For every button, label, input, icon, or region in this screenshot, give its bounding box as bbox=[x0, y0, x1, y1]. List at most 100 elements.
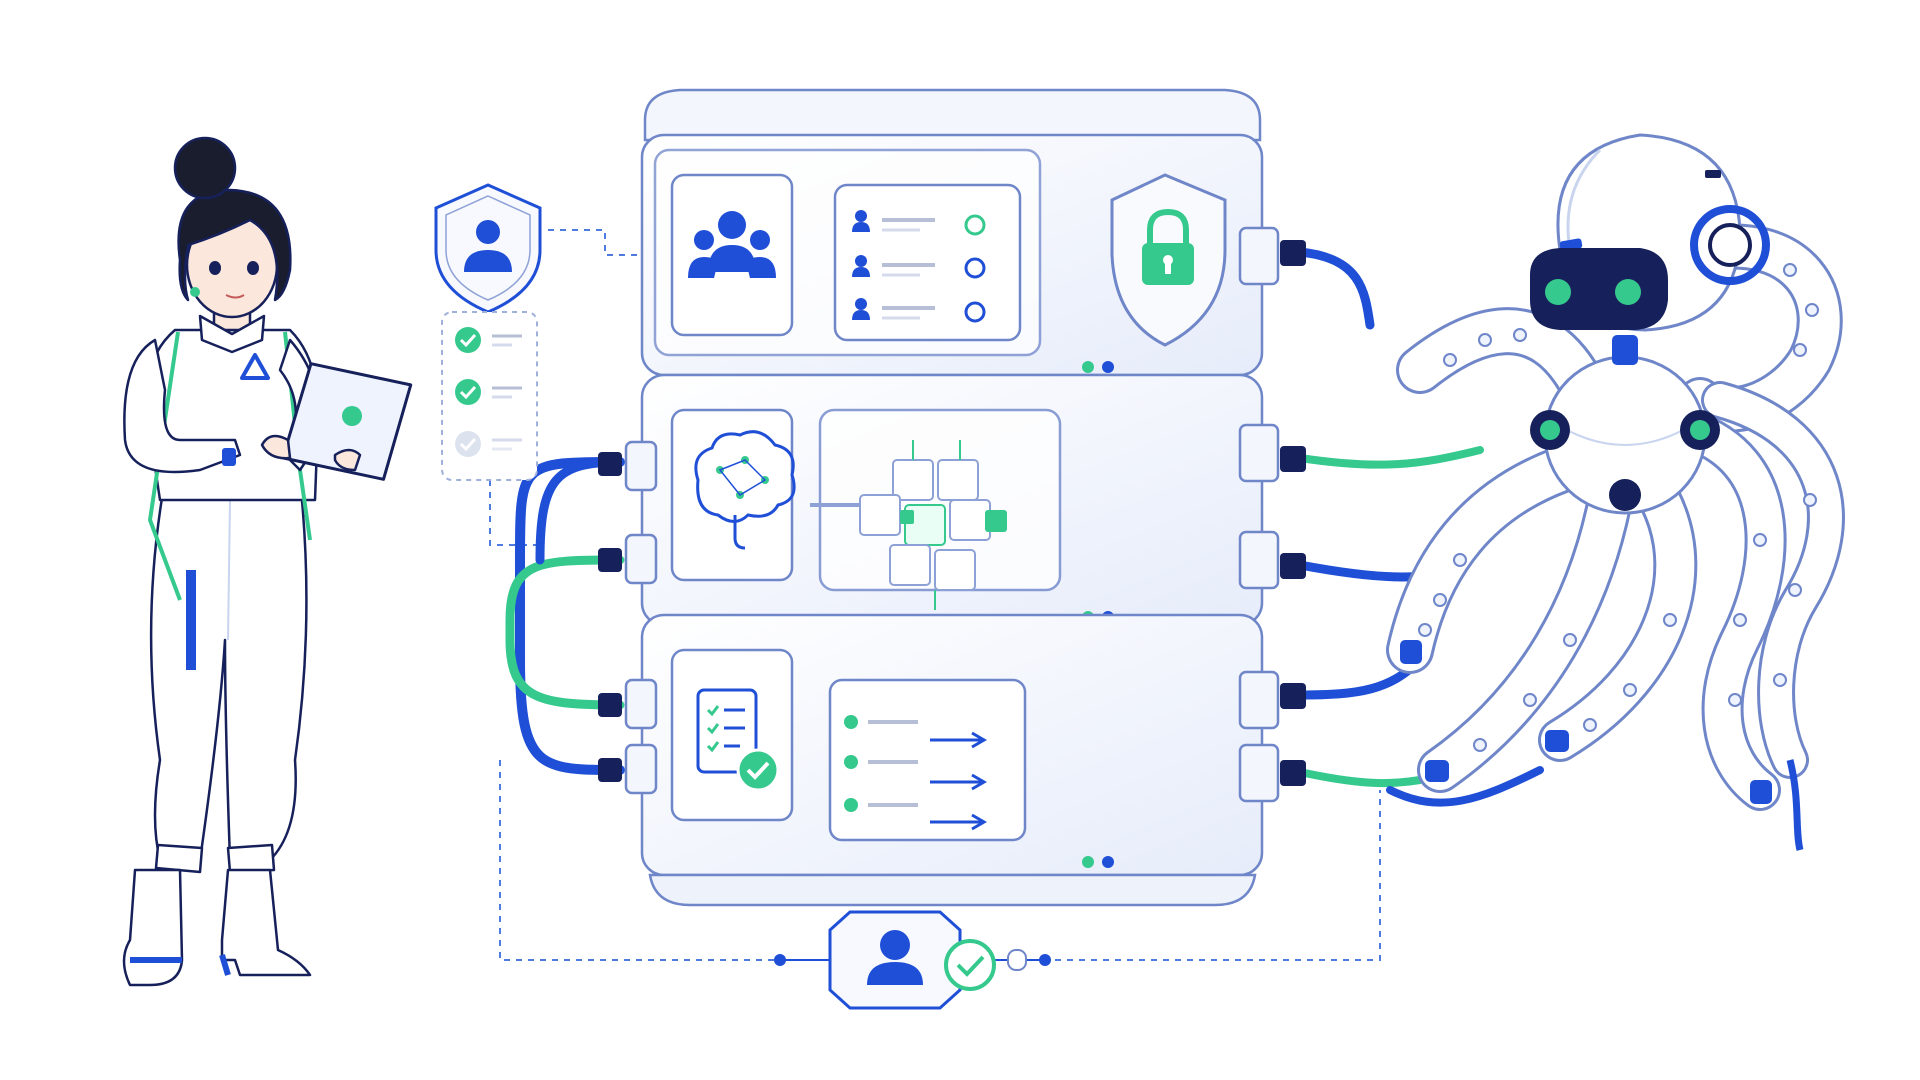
arrow-right-icon bbox=[971, 731, 987, 749]
cable-low-blue-2 bbox=[1386, 766, 1544, 807]
eye bbox=[209, 261, 221, 275]
user-icon bbox=[855, 255, 867, 267]
hand bbox=[260, 434, 292, 460]
status-led bbox=[1102, 361, 1114, 373]
port-socket bbox=[1238, 226, 1280, 286]
shield-user-icon bbox=[434, 183, 542, 314]
body-joint bbox=[1609, 479, 1641, 511]
tentacle bbox=[1672, 412, 1784, 808]
identity-verification-badge bbox=[774, 910, 1051, 1010]
robot-tentacles bbox=[1386, 223, 1845, 811]
user-identity-icon bbox=[880, 930, 910, 960]
connector-link bbox=[1007, 949, 1027, 971]
port-socket bbox=[1238, 670, 1280, 730]
tablet-app-icon bbox=[342, 406, 362, 426]
mouth bbox=[225, 294, 245, 299]
list-item bbox=[852, 255, 986, 279]
check-circle-icon bbox=[455, 327, 481, 353]
cable-loop-outer bbox=[515, 457, 625, 775]
status-led bbox=[1102, 856, 1114, 868]
collar bbox=[198, 314, 266, 354]
smartwatch bbox=[222, 448, 236, 466]
status-ring-icon bbox=[964, 214, 986, 236]
list-item bbox=[455, 431, 522, 457]
user-list-rows bbox=[852, 210, 986, 323]
cuff bbox=[226, 843, 276, 874]
server-module-ai-reasoning bbox=[624, 373, 1280, 638]
rack-top-lid bbox=[643, 88, 1262, 142]
list-item bbox=[455, 327, 522, 353]
shield-lock-icon bbox=[1110, 173, 1227, 347]
brain-panel bbox=[670, 408, 794, 582]
status-ring-icon bbox=[964, 301, 986, 323]
list-item bbox=[852, 210, 986, 236]
hair-bun bbox=[173, 136, 237, 200]
port-socket bbox=[1238, 530, 1280, 590]
robot-eye bbox=[1615, 279, 1641, 305]
status-led bbox=[1082, 856, 1094, 868]
check-dot-icon bbox=[844, 798, 858, 812]
engineer-woman bbox=[122, 136, 413, 987]
triangle-logo-icon bbox=[240, 353, 270, 380]
robot-visor bbox=[1530, 248, 1668, 330]
boot-left bbox=[122, 868, 184, 987]
tentacle bbox=[1399, 310, 1606, 411]
cable-loop-inner bbox=[505, 555, 625, 710]
users-group-icon bbox=[688, 211, 776, 278]
port-socket bbox=[624, 533, 658, 585]
connector-node bbox=[1039, 954, 1051, 966]
arrow-right-icon bbox=[971, 813, 987, 831]
pending-circle-icon bbox=[455, 431, 481, 457]
head-vent bbox=[1705, 170, 1721, 178]
approval-checklist-card bbox=[441, 311, 538, 481]
list-item bbox=[844, 798, 987, 831]
rack-cables bbox=[505, 457, 625, 775]
rack-base bbox=[648, 873, 1257, 907]
robot-eye bbox=[1545, 279, 1571, 305]
hair bbox=[177, 188, 292, 302]
server-module-task-execution bbox=[624, 613, 1280, 877]
status-led bbox=[1082, 361, 1094, 373]
cable-mid-green bbox=[1296, 446, 1484, 469]
lanyard-tag bbox=[186, 570, 196, 670]
left-arm bbox=[123, 338, 242, 474]
connector-right-loop bbox=[1055, 790, 1381, 961]
cube-cluster-icon bbox=[859, 440, 1007, 610]
list-item bbox=[844, 715, 987, 749]
ear-ring bbox=[1690, 205, 1770, 285]
brain-network-icon bbox=[694, 430, 796, 550]
port-socket bbox=[1238, 423, 1280, 483]
task-list-rows bbox=[844, 715, 987, 831]
server-rack bbox=[624, 88, 1280, 907]
access-shield-badge bbox=[434, 183, 542, 314]
cable-low-green bbox=[1296, 768, 1424, 788]
earring bbox=[190, 287, 200, 297]
port-socket bbox=[1238, 743, 1280, 803]
user-list-panel bbox=[833, 183, 1022, 342]
port-socket bbox=[624, 743, 658, 795]
cable-loop-inner-2 bbox=[535, 457, 625, 565]
robot-octopus bbox=[1386, 133, 1845, 851]
tentacle-tips bbox=[1400, 640, 1772, 804]
server-module-access-control bbox=[640, 133, 1280, 390]
check-circle-icon bbox=[455, 379, 481, 405]
cable-top-blue bbox=[1295, 247, 1375, 330]
tentacle-suckers bbox=[1418, 263, 1819, 752]
tail-cable bbox=[1786, 759, 1804, 851]
tentacle bbox=[1541, 481, 1695, 759]
user-icon bbox=[855, 210, 867, 222]
port-socket bbox=[624, 678, 658, 730]
list-item bbox=[852, 298, 986, 323]
cable-plugs bbox=[598, 240, 1306, 786]
check-circle-icon bbox=[944, 939, 996, 991]
hand bbox=[333, 448, 362, 472]
eye bbox=[247, 261, 259, 275]
check-dot-icon bbox=[844, 715, 858, 729]
check-circle-icon bbox=[736, 748, 780, 792]
robot-cables bbox=[1295, 247, 1544, 807]
arrow-right-icon bbox=[971, 773, 987, 791]
connector-shield-to-server bbox=[548, 229, 640, 256]
neck-joint bbox=[1612, 335, 1638, 365]
task-list-panel bbox=[828, 678, 1027, 842]
